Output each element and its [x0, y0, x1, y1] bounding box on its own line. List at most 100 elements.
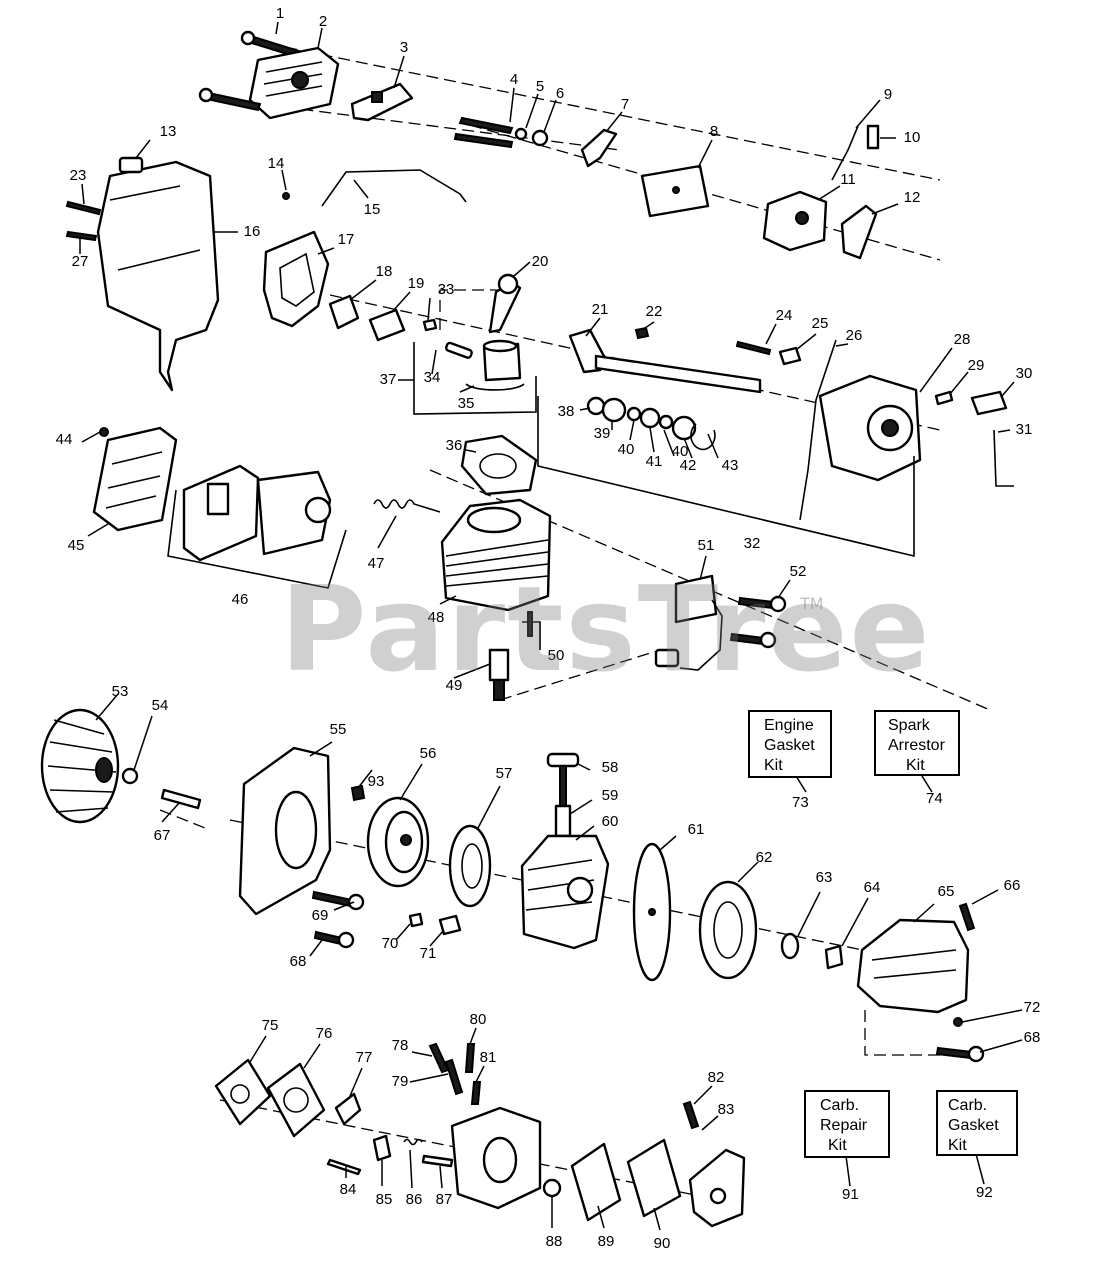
kit-line: Repair — [820, 1117, 868, 1134]
leader-lines — [79, 21, 1023, 1231]
part-pin-84 — [326, 1158, 362, 1176]
bracket-37 — [413, 342, 537, 415]
callout: 25 — [812, 315, 829, 332]
part-flywheel-53 — [40, 708, 120, 824]
part-cylinder-48 — [440, 498, 552, 612]
part-nut-72 — [953, 1017, 963, 1027]
callout: 19 — [408, 275, 425, 292]
callout: 15 — [364, 201, 381, 218]
callout: 21 — [592, 301, 609, 318]
callout: 50 — [548, 647, 565, 664]
kit-number: 73 — [792, 794, 809, 811]
callout: 71 — [420, 945, 437, 962]
part-gasket-76 — [266, 1062, 326, 1138]
part-screws-52 — [729, 595, 787, 649]
part-nut-54 — [121, 767, 139, 785]
callout: 53 — [112, 683, 129, 700]
part-ring-35 — [465, 383, 525, 391]
part-screw-1b — [198, 87, 262, 112]
callout: 23 — [70, 167, 87, 184]
callout: 48 — [428, 609, 445, 626]
part-pin-67 — [160, 788, 202, 810]
kit-line: Carb. — [948, 1097, 988, 1114]
callout: 40 — [672, 443, 689, 460]
part-ignition-module-51 — [654, 574, 723, 671]
part-screw-27 — [65, 230, 98, 242]
callout: 54 — [152, 697, 169, 714]
part-wire-26 — [799, 339, 837, 521]
callout: 47 — [368, 555, 385, 572]
part-screw-68 — [313, 930, 355, 949]
bracket-46 — [167, 489, 347, 589]
part-pulley-62 — [698, 880, 758, 980]
kit-number: 74 — [926, 790, 943, 807]
part-piston-35 — [482, 339, 522, 382]
part-hose-9 — [831, 125, 859, 181]
callout: 29 — [968, 357, 985, 374]
part-key-31 — [993, 429, 1014, 487]
callout: 33 — [438, 281, 455, 298]
watermark-trademark: TM — [800, 594, 824, 613]
callout: 37 — [380, 371, 397, 388]
part-filter-19 — [368, 308, 406, 342]
part-bracket-3 — [350, 82, 414, 122]
part-screw-66 — [958, 902, 976, 932]
callout: 17 — [338, 231, 355, 248]
callout-numbers: 1 2 3 4 5 6 7 8 9 10 11 12 13 14 15 16 1… — [56, 5, 1041, 1252]
callout: 35 — [458, 395, 475, 412]
callout: 67 — [154, 827, 171, 844]
part-gasket-12 — [840, 204, 878, 260]
part-spark-plug-49 — [488, 648, 510, 701]
part-gear-housing-65 — [856, 918, 970, 1014]
part-plate-77 — [334, 1092, 362, 1126]
callout: 32 — [744, 535, 761, 552]
callout: 63 — [816, 869, 833, 886]
callout: 61 — [688, 821, 705, 838]
part-cover-83 — [688, 1148, 746, 1228]
callout: 12 — [904, 189, 921, 206]
part-muffler-2 — [248, 46, 340, 120]
part-gasket-75 — [214, 1058, 272, 1126]
callout: 5 — [536, 78, 544, 95]
callout: 16 — [244, 223, 261, 240]
part-clip-30 — [970, 390, 1008, 416]
part-bearings-38-43 — [586, 396, 716, 451]
part-washer-63 — [780, 932, 800, 960]
kit-line: Gasket — [948, 1117, 999, 1134]
callout: 2 — [319, 13, 327, 30]
callout: 62 — [756, 849, 773, 866]
part-conrod-20 — [488, 273, 522, 334]
kit-line: Arrestor — [888, 737, 945, 754]
part-screw-50 — [527, 611, 533, 637]
callout: 57 — [496, 765, 513, 782]
part-handle-58 — [546, 752, 580, 807]
callout: 20 — [532, 253, 549, 270]
callout: 39 — [594, 425, 611, 442]
bracket-32 — [537, 396, 915, 558]
part-washer-6 — [531, 129, 549, 147]
callout: 68 — [1024, 1029, 1041, 1046]
callout: 9 — [884, 86, 892, 103]
callout: 85 — [376, 1191, 393, 1208]
callout: 6 — [556, 85, 564, 102]
part-screw-24 — [735, 340, 772, 356]
part-screw-70 — [408, 912, 424, 928]
kit-number: 91 — [842, 1186, 859, 1203]
part-screw-44 — [99, 427, 109, 437]
part-screw-69 — [311, 890, 365, 911]
kit-line: Spark — [888, 717, 930, 734]
part-gasket-90 — [626, 1138, 682, 1218]
callout: 3 — [400, 39, 408, 56]
callout: 72 — [1024, 999, 1041, 1016]
part-spring-47 — [373, 499, 441, 513]
callout: 83 — [718, 1101, 735, 1118]
part-needles-78-81 — [428, 1042, 482, 1105]
kit-line: Kit — [764, 757, 783, 774]
callout: 4 — [510, 71, 518, 88]
part-housing-55 — [238, 746, 332, 916]
part-lever-85 — [372, 1134, 392, 1162]
part-screw-29 — [934, 390, 954, 406]
part-pin-87 — [421, 1154, 454, 1168]
part-crankcase-28 — [818, 374, 922, 482]
